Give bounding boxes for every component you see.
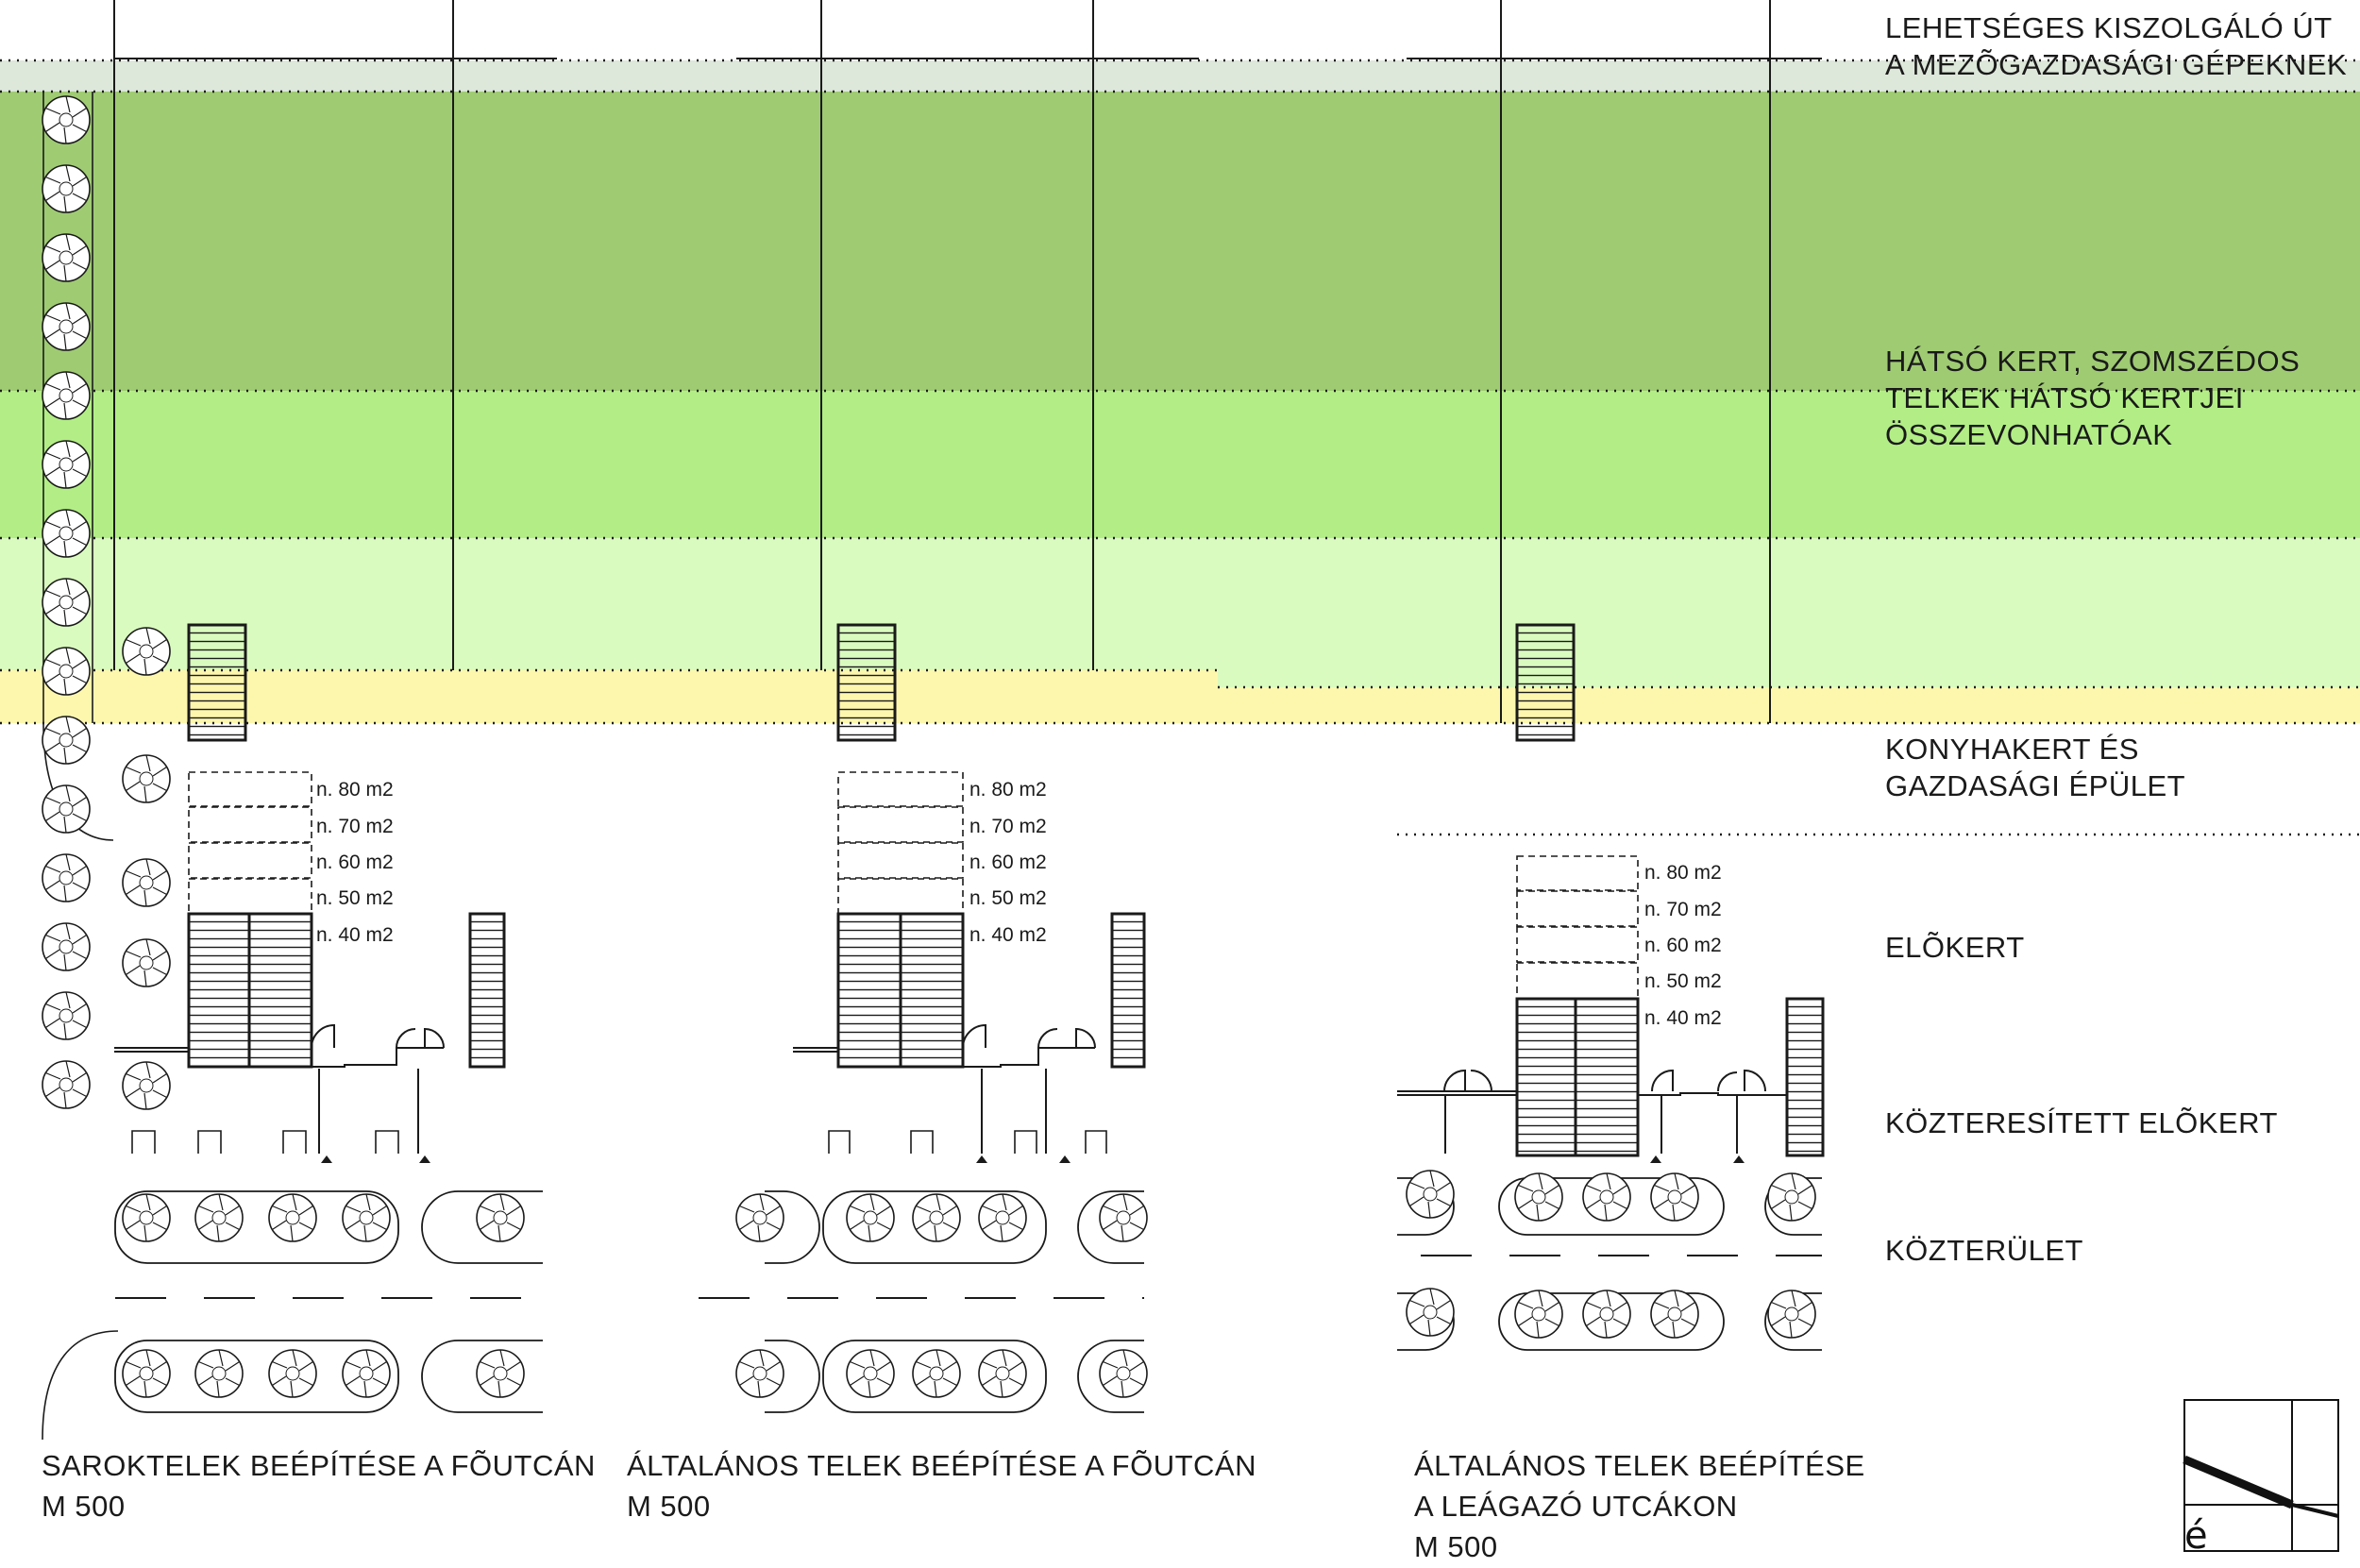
plot-2-extension-outlines <box>837 771 964 915</box>
plot-2-parking <box>828 1130 1107 1154</box>
caption-corner-plot-title: SAROKTELEK BEÉPÍTÉSE A FÕUTCÁN <box>42 1449 596 1482</box>
svg-text:n. 50 m2: n. 50 m2 <box>969 887 1047 909</box>
road-centerlines <box>115 1255 1822 1299</box>
zone-labels: LEHETSÉGES KISZOLGÁLÓ ÚT A MEZÕGAZDASÁGI… <box>1885 11 2347 1267</box>
plot-1-area-labels: n. 80 m2 n. 70 m2 n. 60 m2 n. 50 m2 n. 4… <box>316 779 394 946</box>
house-1-right <box>247 912 313 1069</box>
plot-1-fence <box>114 1023 445 1154</box>
plot-2-fence <box>793 1023 1096 1154</box>
plot-boundaries <box>113 0 1822 723</box>
zone-label-back-garden-3: ÖSSZEVONHATÓAK <box>1885 418 2172 451</box>
plot-2-buildings <box>836 623 1146 1069</box>
caption-corner-plot-scale: M 500 <box>42 1490 126 1523</box>
back-garden-band <box>0 92 2360 391</box>
zone-label-back-garden-2: TELKEK HÁTSÓ KERTJEI <box>1885 381 2244 414</box>
svg-text:n. 50 m2: n. 50 m2 <box>1644 970 1722 992</box>
plot-2-area-labels: n. 80 m2 n. 70 m2 n. 60 m2 n. 50 m2 n. 4… <box>969 779 1047 946</box>
captions: SAROKTELEK BEÉPÍTÉSE A FÕUTCÁN M 500 ÁLT… <box>42 1449 1865 1563</box>
plot-2-access-markers <box>976 1155 1070 1163</box>
house-3-right <box>1574 997 1640 1157</box>
house-3-left <box>1515 997 1577 1157</box>
caption-general-main-title: ÁLTALÁNOS TELEK BEÉPÍTÉSE A FÕUTCÁN <box>627 1449 1256 1482</box>
svg-text:n. 60 m2: n. 60 m2 <box>1644 935 1722 956</box>
logo-letter: é <box>2184 1514 2208 1558</box>
outbuilding-3 <box>1515 623 1576 742</box>
plot-1-extension-outlines <box>188 771 312 915</box>
caption-general-main-scale: M 500 <box>627 1490 711 1523</box>
plot-1-buildings <box>187 623 506 1069</box>
svg-text:n. 40 m2: n. 40 m2 <box>969 924 1047 946</box>
outbuilding-2 <box>836 623 897 742</box>
caption-general-branch-subtitle: A LEÁGAZÓ UTCÁKON <box>1414 1490 1738 1523</box>
neighbour-house-3 <box>1785 997 1825 1157</box>
zone-label-service-road-1: LEHETSÉGES KISZOLGÁLÓ ÚT <box>1885 11 2333 44</box>
svg-text:n. 40 m2: n. 40 m2 <box>1644 1007 1722 1029</box>
svg-text:n. 80 m2: n. 80 m2 <box>1644 862 1722 884</box>
zone-label-public-area: KÖZTERÜLET <box>1885 1234 2083 1267</box>
logo: é <box>2183 1399 2339 1558</box>
house-1-left <box>187 912 251 1069</box>
plot-3-buildings <box>1515 623 1825 1157</box>
caption-general-branch-scale: M 500 <box>1414 1530 1498 1563</box>
street-trees <box>122 1170 1816 1398</box>
zone-label-public-front-garden: KÖZTERESÍTETT ELÕKERT <box>1885 1106 2278 1139</box>
zone-label-kitchen-garden-1: KONYHAKERT ÉS <box>1885 733 2139 766</box>
neighbour-house-1 <box>468 912 506 1069</box>
zone-label-back-garden-1: HÁTSÓ KERT, SZOMSZÉDOS <box>1885 345 2300 378</box>
zone-label-kitchen-garden-2: GAZDASÁGI ÉPÜLET <box>1885 769 2185 802</box>
plot-1-parking <box>131 1130 399 1154</box>
dotted-boundaries <box>0 59 2360 836</box>
zone-label-front-garden: ELÕKERT <box>1885 931 2025 964</box>
plot-3-fence <box>1397 1069 1787 1154</box>
svg-text:n. 40 m2: n. 40 m2 <box>316 924 394 946</box>
svg-text:n. 50 m2: n. 50 m2 <box>316 887 394 909</box>
plot-3-extension-outlines <box>1516 855 1639 1000</box>
house-2-right <box>899 912 965 1069</box>
svg-text:n. 70 m2: n. 70 m2 <box>1644 899 1722 920</box>
svg-text:n. 70 m2: n. 70 m2 <box>316 816 394 837</box>
svg-text:n. 80 m2: n. 80 m2 <box>316 779 394 801</box>
svg-text:n. 60 m2: n. 60 m2 <box>969 851 1047 873</box>
caption-general-branch-title: ÁLTALÁNOS TELEK BEÉPÍTÉSE <box>1414 1449 1865 1482</box>
neighbour-house-2 <box>1110 912 1146 1069</box>
outbuilding-1 <box>187 623 247 742</box>
kitchen-garden-band <box>0 391 2360 538</box>
svg-text:n. 70 m2: n. 70 m2 <box>969 816 1047 837</box>
plot-3-area-labels: n. 80 m2 n. 70 m2 n. 60 m2 n. 50 m2 n. 4… <box>1644 862 1722 1029</box>
svg-text:n. 60 m2: n. 60 m2 <box>316 851 394 873</box>
svg-text:n. 80 m2: n. 80 m2 <box>969 779 1047 801</box>
zone-label-service-road-2: A MEZÕGAZDASÁGI GÉPEKNEK <box>1885 48 2347 81</box>
service-road-band <box>0 60 2360 92</box>
plot-1-access-markers <box>321 1155 430 1163</box>
plot-3-access-markers <box>1650 1155 1745 1163</box>
front-garden-band <box>0 538 2360 687</box>
house-2-left <box>836 912 902 1069</box>
